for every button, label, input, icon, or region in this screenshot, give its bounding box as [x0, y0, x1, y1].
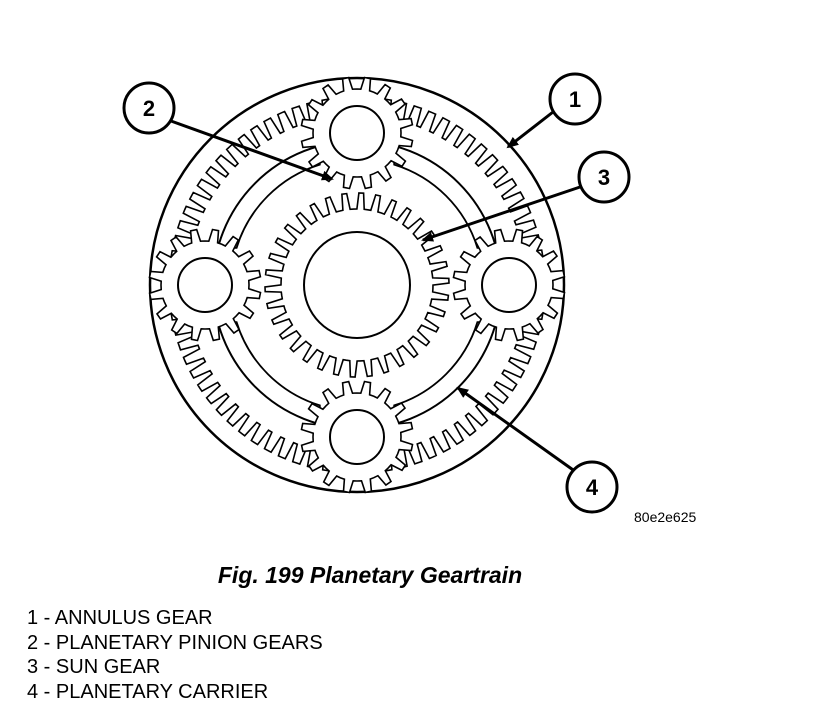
legend-item: 4 - PLANETARY CARRIER [27, 680, 323, 705]
figure-caption: Fig. 199 Planetary Geartrain [217, 562, 523, 588]
legend-text: PLANETARY CARRIER [55, 680, 269, 703]
carrier-pins [177, 105, 537, 465]
legend-number: 4 [27, 680, 39, 703]
callout-4-label: 4 [586, 475, 599, 500]
legend-separator: - [38, 656, 56, 678]
callout-4: 4 [565, 460, 619, 514]
planetary-geartrain-diagram: 1 2 3 4 [122, 72, 631, 514]
callout-3: 3 [577, 150, 631, 204]
legend-number: 1 [27, 607, 39, 629]
carrier-pin [329, 409, 385, 465]
legend-item: 1 - ANNULUS GEAR [27, 606, 323, 631]
arrow-2 [170, 119, 334, 181]
legend-number: 3 [27, 656, 39, 678]
callout-1-label: 1 [569, 87, 581, 112]
leader-arrows [170, 110, 584, 474]
legend-separator: - [38, 607, 55, 629]
legend-text: ANNULUS GEAR [54, 607, 213, 629]
callout-1: 1 [548, 72, 602, 126]
legend-separator: - [38, 631, 56, 654]
legend-list: 1 - ANNULUS GEAR 2 - PLANETARY PINION GE… [27, 606, 323, 704]
callout-2-label: 2 [143, 96, 155, 121]
carrier-pin [177, 257, 233, 313]
arrow-3 [421, 184, 584, 242]
arrow-4 [456, 386, 577, 474]
sun-gear [264, 192, 450, 378]
callout-3-label: 3 [598, 165, 610, 190]
legend-item: 2 - PLANETARY PINION GEARS [27, 631, 323, 656]
image-code: 80e2e625 [634, 509, 697, 525]
legend-separator: - [38, 680, 56, 703]
legend-number: 2 [27, 631, 39, 654]
callout-2: 2 [122, 81, 176, 135]
legend-item: 3 - SUN GEAR [27, 655, 323, 680]
legend-text: SUN GEAR [55, 656, 161, 678]
legend-text: PLANETARY PINION GEARS [55, 631, 323, 654]
arrow-1 [506, 110, 554, 149]
carrier-pin [329, 105, 385, 161]
carrier-pin [481, 257, 537, 313]
